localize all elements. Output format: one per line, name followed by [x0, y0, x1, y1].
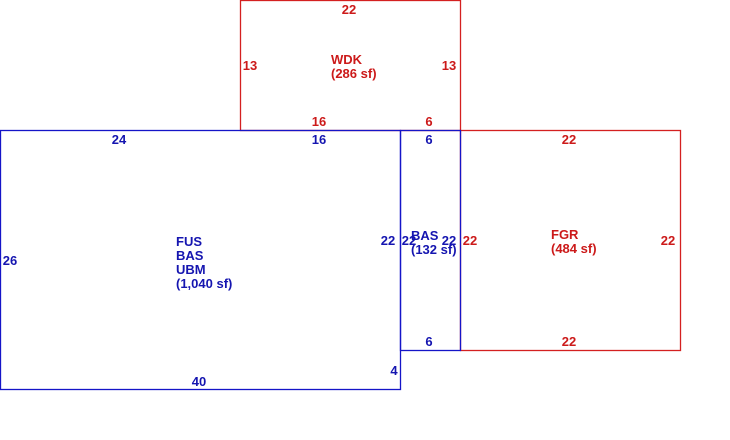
fgr-dim-top: 22: [562, 132, 576, 147]
wdk-dim-bottom-right: 6: [425, 114, 432, 129]
main-dim-bottom: 40: [192, 374, 206, 389]
fgr-dim-left: 22: [463, 233, 477, 248]
main-dim-top-right: 16: [312, 132, 326, 147]
wdk-dim-top: 22: [342, 2, 356, 17]
bas-small-area: 6 6 22 22 BAS (132 sf): [399, 129, 462, 352]
wdk-area: 22 13 13 16 6 WDK (286 sf): [239, 0, 462, 132]
wdk-code: WDK: [331, 52, 363, 67]
main-dim-small-right: 4: [390, 363, 398, 378]
main-code-bas: BAS: [176, 248, 204, 263]
wdk-dim-bottom-left: 16: [312, 114, 326, 129]
fgr-dim-right: 22: [661, 233, 675, 248]
wdk-dim-left: 13: [243, 58, 257, 73]
bas-small-outline: [399, 129, 462, 352]
fgr-area-label: (484 sf): [551, 241, 597, 256]
main-dim-top-left: 24: [112, 132, 127, 147]
bas-small-dim-bottom: 6: [425, 334, 432, 349]
wdk-area-label: (286 sf): [331, 66, 377, 81]
bas-small-dim-right: 22: [442, 233, 456, 248]
fgr-code: FGR: [551, 227, 579, 242]
fgr-area: 22 22 22 22 FGR (484 sf): [459, 129, 682, 352]
main-dim-left: 26: [3, 253, 17, 268]
bas-small-code: BAS: [411, 228, 439, 243]
main-code-fus: FUS: [176, 234, 202, 249]
bas-small-area-label: (132 sf): [411, 242, 457, 257]
bas-small-dim-top: 6: [425, 132, 432, 147]
wdk-dim-right: 13: [442, 58, 456, 73]
main-area: 24 16 26 22 40 4 FUS BAS UBM (1,040 sf): [0, 129, 402, 391]
bas-small-dim-left: 22: [402, 233, 416, 248]
main-area-label: (1,040 sf): [176, 276, 232, 291]
main-dim-right: 22: [381, 233, 395, 248]
main-code-ubm: UBM: [176, 262, 206, 277]
fgr-dim-bottom: 22: [562, 334, 576, 349]
